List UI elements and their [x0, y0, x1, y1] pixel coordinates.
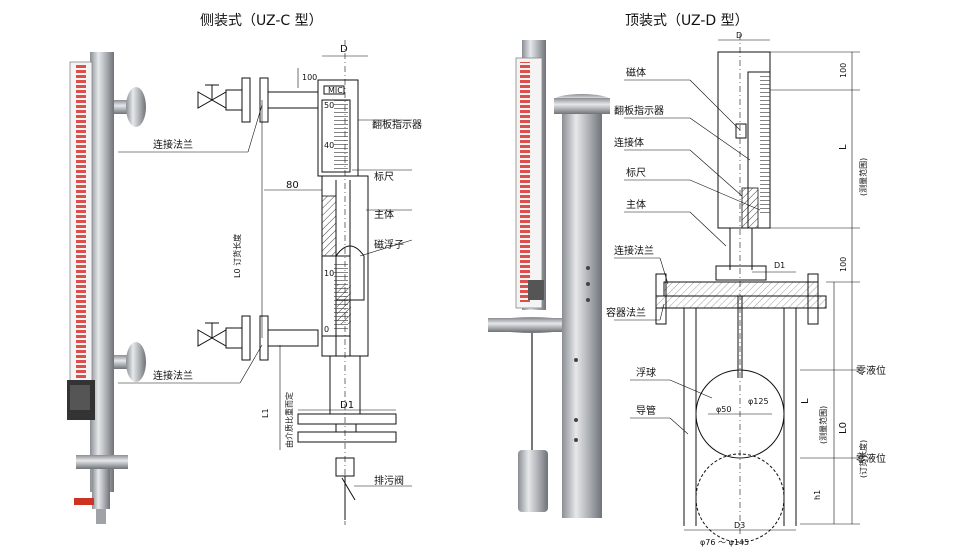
- left-drawing-leaders: [352, 119, 413, 487]
- left-scale-50: 50: [324, 101, 334, 110]
- right-dim-D1: D1: [774, 261, 785, 270]
- left-label-flange-bottom: 连接法兰: [153, 369, 193, 382]
- right-label-body: 主体: [626, 199, 646, 211]
- left-label-flange-top: 连接法兰: [153, 138, 193, 151]
- left-dim-D1: D1: [340, 400, 354, 411]
- right-dim-100-mid: 100: [839, 257, 848, 272]
- left-label-indicator: 翻板指示器: [372, 118, 422, 131]
- left-dim-L1: L1: [261, 408, 270, 418]
- right-title: 顶装式（UZ-D 型）: [625, 13, 749, 29]
- right-label-flange-vessel: 容器法兰: [606, 306, 646, 319]
- right-dim-h1: h1: [813, 490, 822, 500]
- right-label-float-ball: 浮球: [636, 366, 656, 379]
- right-zero-level-bottom: 零液位: [856, 452, 886, 465]
- right-label-flange-conn: 连接法兰: [614, 244, 654, 257]
- left-label-scale: 标尺: [374, 171, 394, 183]
- right-dim-L0-note: (订货长度): [858, 440, 868, 478]
- right-drawing-leaders: [614, 79, 761, 435]
- left-label-float: 磁浮子: [374, 238, 404, 251]
- right-zero-level-top: 零液位: [856, 364, 886, 377]
- right-label-scale: 标尺: [626, 167, 646, 179]
- left-leaders: [118, 104, 263, 384]
- right-dim-L: L: [838, 144, 849, 150]
- left-dim-D: D: [340, 44, 348, 55]
- left-title: 侧装式（UZ-C 型）: [200, 13, 323, 29]
- right-dim-D3: D3: [734, 521, 745, 530]
- right-dim-L-note: (测量范围): [858, 158, 868, 196]
- right-label-connector: 连接体: [614, 136, 644, 149]
- left-label-drain: 排污阀: [374, 474, 404, 487]
- left-dim-L1-note: 由介质比重而定: [284, 392, 294, 448]
- right-dim-100-top: 100: [839, 63, 848, 78]
- svg-text:MIC: MIC: [328, 86, 343, 95]
- left-scale-10: 10: [324, 269, 334, 278]
- right-technical-drawing: [655, 34, 860, 543]
- left-technical-drawing: MIC: [197, 40, 397, 525]
- left-scale-0: 0: [324, 325, 329, 334]
- right-dim-D: D: [736, 31, 742, 40]
- left-dim-80: 80: [286, 180, 299, 191]
- right-dim-L0: L0: [838, 422, 849, 434]
- right-dim-L-lower: L: [800, 398, 811, 404]
- left-dim-100: 100: [302, 73, 317, 82]
- left-product-photo: [67, 52, 146, 524]
- right-label-guide-tube: 导管: [636, 404, 656, 417]
- right-product-photo: [488, 40, 610, 518]
- right-ball-phi125: φ125: [748, 397, 769, 406]
- right-dim-L-lower-note: (测量范围): [818, 406, 828, 444]
- left-dim-L0: L0 订货长度: [232, 234, 242, 278]
- right-label-magnet: 磁体: [626, 66, 646, 79]
- left-scale-40: 40: [324, 141, 334, 150]
- right-ball-phi50: φ50: [716, 405, 731, 414]
- right-label-indicator: 翻板指示器: [614, 104, 664, 117]
- right-dim-D3-range: φ76 ～ φ145: [700, 538, 749, 547]
- left-label-body: 主体: [374, 209, 394, 221]
